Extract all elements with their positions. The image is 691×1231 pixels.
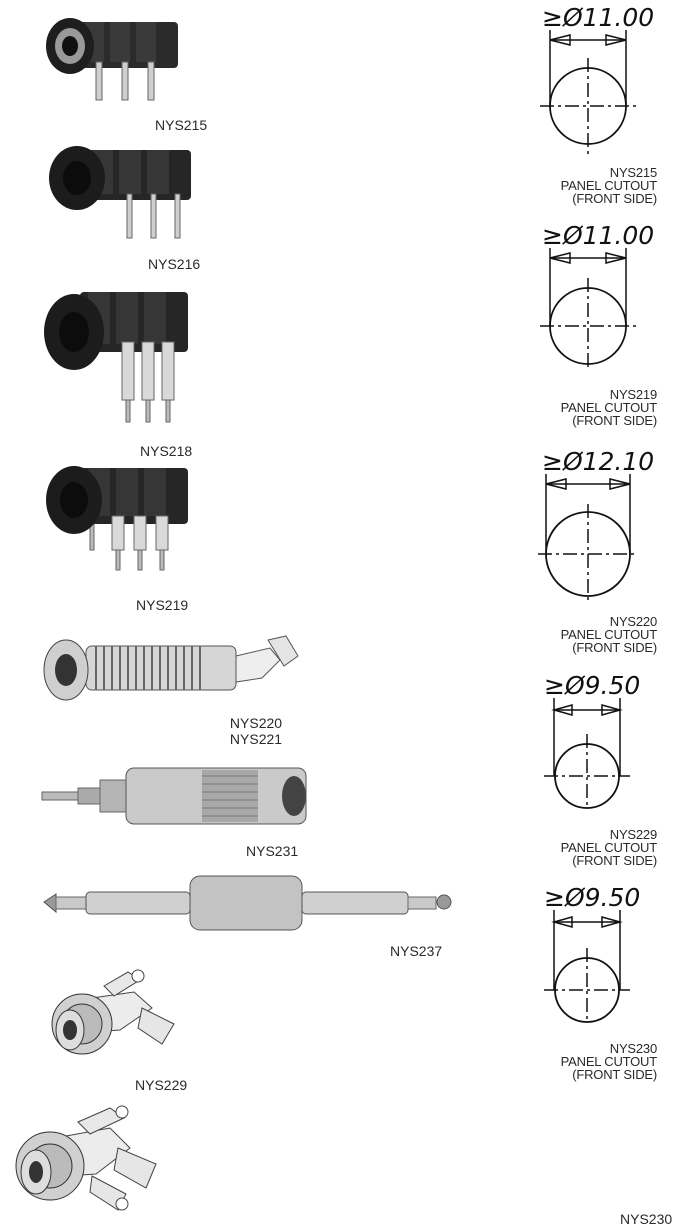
- product-label-nys237: NYS237: [390, 943, 443, 959]
- cutout-line2-nys215: (FRONT SIDE): [572, 191, 657, 206]
- cutout-model-nys219: NYS219: [609, 387, 657, 402]
- product-image-nys231: [41, 762, 312, 832]
- panel-cutout-nys219: ≥Ø11.00: [530, 218, 670, 368]
- cutout-line2-nys230: (FRONT SIDE): [572, 1067, 657, 1082]
- cutout-line1-nys229: PANEL CUTOUT: [560, 840, 658, 855]
- cutout-line2-nys219: (FRONT SIDE): [572, 413, 657, 428]
- cutout-line1-nys219: PANEL CUTOUT: [560, 400, 658, 415]
- product-label-nys216: NYS216: [148, 256, 201, 272]
- cutout-caption-nys219: NYS219 PANEL CUTOUT (FRONT SIDE): [560, 387, 658, 428]
- product-image-nys229: [42, 968, 182, 1068]
- product-label-nys229: NYS229: [135, 1077, 188, 1093]
- cutout-line2-nys229: (FRONT SIDE): [572, 853, 657, 868]
- cutout-model-nys229: NYS229: [609, 827, 657, 842]
- cutout-caption-nys215: NYS215 PANEL CUTOUT (FRONT SIDE): [560, 165, 658, 206]
- cutout-model-nys230: NYS230: [609, 1041, 657, 1056]
- product-label-nys215: NYS215: [155, 117, 208, 133]
- cutout-diameter-nys230: ≥Ø9.50: [544, 883, 640, 912]
- product-image-nys220: [40, 626, 310, 706]
- cutout-line1-nys230: PANEL CUTOUT: [560, 1054, 658, 1069]
- product-label-nys230: NYS230: [620, 1211, 673, 1227]
- cutout-diameter-nys215: ≥Ø11.00: [542, 3, 654, 32]
- product-label-nys218: NYS218: [140, 443, 193, 459]
- product-image-nys219: [42, 460, 192, 575]
- product-label-nys219: NYS219: [136, 597, 189, 613]
- panel-cutout-nys229: ≥Ø9.50: [530, 668, 670, 809]
- cutout-line1-nys215: PANEL CUTOUT: [560, 178, 658, 193]
- cutout-diameter-nys229: ≥Ø9.50: [544, 671, 640, 700]
- cutout-line1-nys220: PANEL CUTOUT: [560, 627, 658, 642]
- product-image-nys230: [6, 1104, 161, 1216]
- cutout-caption-nys230: NYS230 PANEL CUTOUT (FRONT SIDE): [560, 1041, 658, 1082]
- cutout-diameter-nys220: ≥Ø12.10: [542, 447, 654, 476]
- product-label-nys220: NYS220 NYS221: [226, 715, 286, 747]
- cutout-caption-nys220: NYS220 PANEL CUTOUT (FRONT SIDE): [560, 614, 658, 655]
- product-image-nys218: [42, 282, 192, 427]
- cutout-diameter-nys219: ≥Ø11.00: [542, 221, 654, 250]
- product-image-nys237: [42, 870, 462, 940]
- product-label-nys221: NYS221: [229, 731, 283, 747]
- cutout-caption-nys229: NYS229 PANEL CUTOUT (FRONT SIDE): [560, 827, 658, 868]
- product-label-nys231: NYS231: [246, 843, 299, 859]
- product-image-nys215: [40, 14, 180, 104]
- cutout-model-nys220: NYS220: [609, 614, 657, 629]
- product-image-nys216: [45, 140, 195, 240]
- panel-cutout-nys230: ≥Ø9.50: [530, 880, 670, 1023]
- product-label-nys220-primary: NYS220: [229, 715, 283, 731]
- cutout-model-nys215: NYS215: [609, 165, 657, 180]
- cutout-line2-nys220: (FRONT SIDE): [572, 640, 657, 655]
- panel-cutout-nys215: ≥Ø11.00: [530, 0, 670, 160]
- panel-cutout-nys220: ≥Ø12.10: [530, 442, 670, 602]
